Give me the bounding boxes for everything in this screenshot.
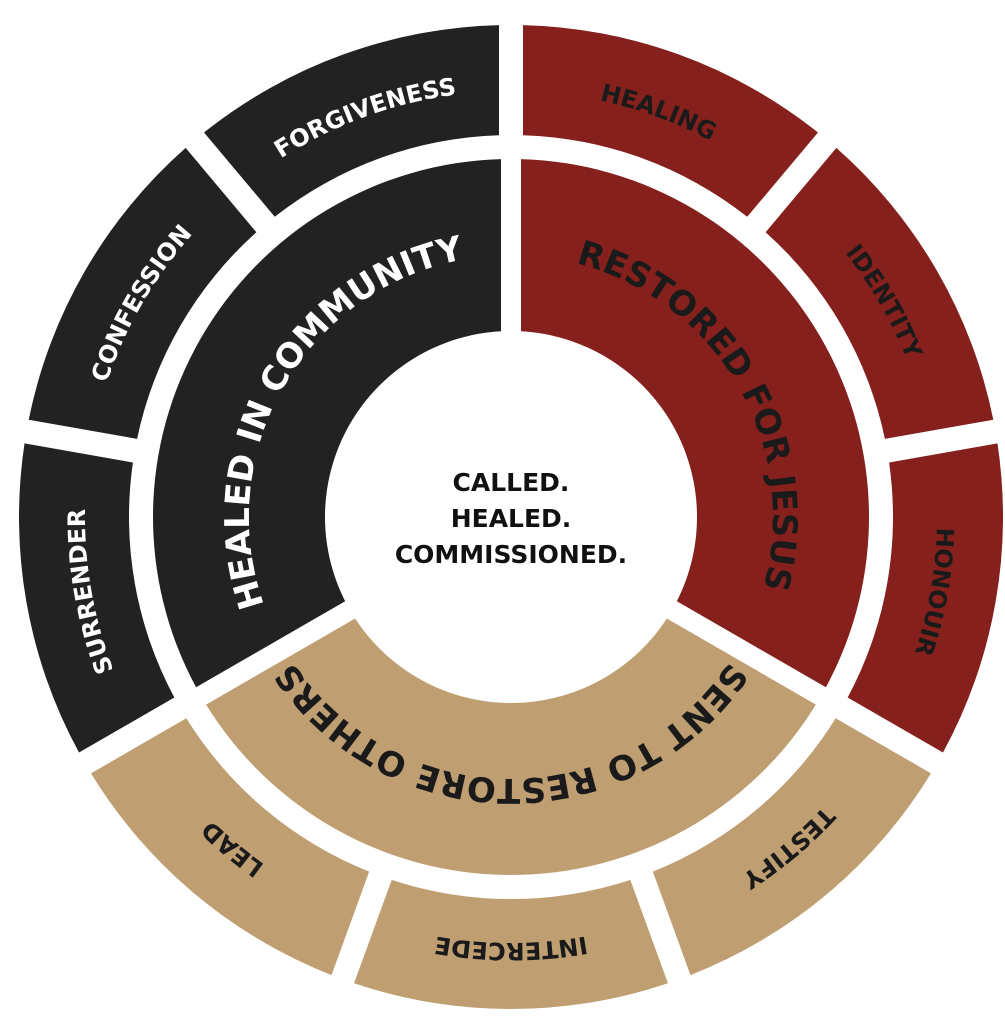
outer-segment-lead xyxy=(91,718,370,976)
center-line-called: CALLED. xyxy=(453,468,570,497)
outer-segment-identity xyxy=(765,147,994,439)
inner-segment-healed-in-community xyxy=(153,159,502,688)
outer-segment-healing xyxy=(522,25,818,217)
center-label: CALLED. HEALED. COMMISSIONED. xyxy=(395,468,627,569)
inner-segment-restored-for-jesus xyxy=(520,159,869,688)
center-line-commissioned: COMMISSIONED. xyxy=(395,540,627,569)
inner-segment-sent-to-restore-others xyxy=(206,618,816,875)
outer-segment-intercede xyxy=(354,879,668,1010)
center-line-healed: HEALED. xyxy=(451,504,572,533)
outer-segment-surrender xyxy=(18,443,175,753)
outer-segment-honouir xyxy=(847,443,1003,753)
outer-segment-testify xyxy=(652,718,931,976)
outer-segment-confession xyxy=(28,147,257,439)
wheel-segments xyxy=(18,25,1003,1010)
outer-segment-forgiveness xyxy=(204,25,500,217)
